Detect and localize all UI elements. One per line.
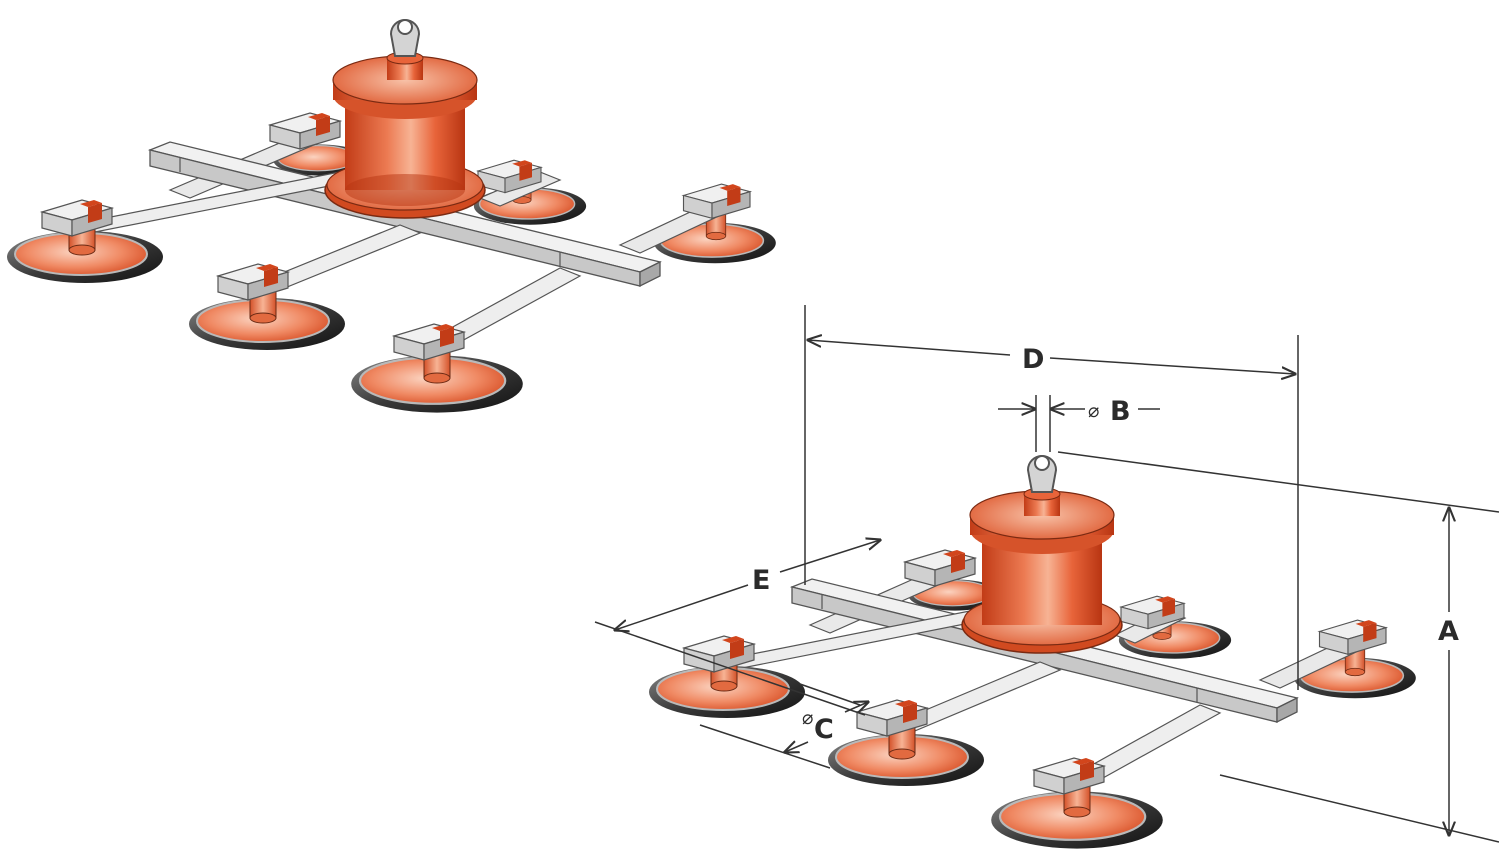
diameter-symbol: ⌀ bbox=[1088, 400, 1099, 422]
dimension-label-a: A bbox=[1438, 616, 1459, 647]
dimension-label-e: E bbox=[752, 565, 770, 596]
suction-pad-icon bbox=[827, 699, 985, 787]
dimension-label-b: B bbox=[1110, 396, 1131, 427]
vacuum-pump-icon bbox=[324, 51, 486, 219]
suction-pad-icon bbox=[990, 757, 1164, 850]
dimension-lines bbox=[594, 305, 1499, 843]
vacuum-pump-icon bbox=[961, 487, 1123, 654]
lifting-eye-icon bbox=[389, 19, 421, 57]
suction-pad-icon bbox=[188, 263, 346, 351]
dimensioned-view: D ⌀ B A E ⌀ C bbox=[594, 305, 1499, 850]
plain-view bbox=[6, 19, 777, 414]
lifting-eye-icon bbox=[1026, 455, 1058, 493]
diameter-symbol: ⌀ bbox=[802, 707, 813, 729]
dimension-label-d: D bbox=[1022, 344, 1044, 375]
suction-pad-icon bbox=[350, 323, 524, 414]
dimension-label-c: C bbox=[814, 714, 834, 745]
